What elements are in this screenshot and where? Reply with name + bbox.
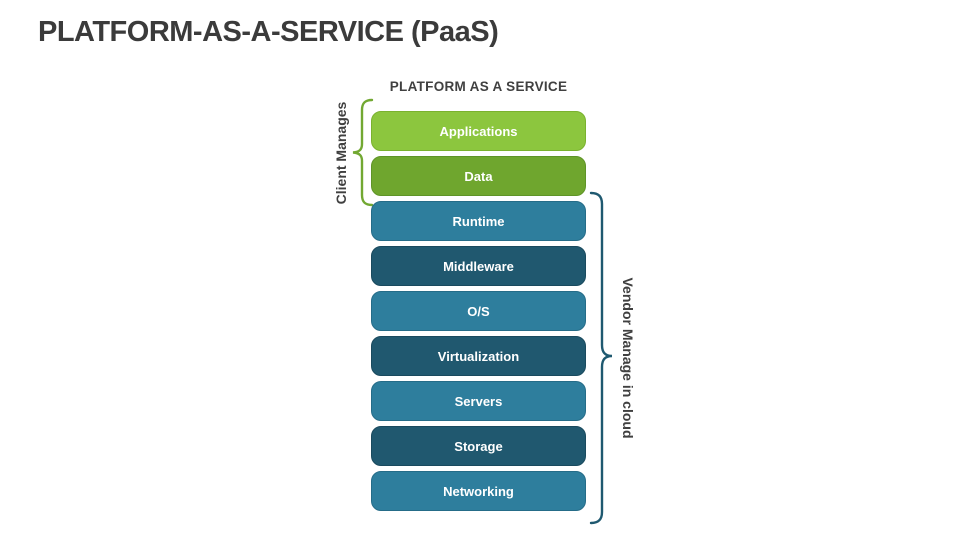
- layer-box-servers: Servers: [371, 381, 586, 421]
- page-title: PLATFORM-AS-A-SERVICE (PaaS): [38, 16, 499, 48]
- layer-box-os: O/S: [371, 291, 586, 331]
- layer-box-runtime: Runtime: [371, 201, 586, 241]
- diagram-header: PLATFORM AS A SERVICE: [389, 79, 568, 94]
- layer-box-networking: Networking: [371, 471, 586, 511]
- layer-box-applications: Applications: [371, 111, 586, 151]
- layer-box-virtualization: Virtualization: [371, 336, 586, 376]
- layer-box-data: Data: [371, 156, 586, 196]
- vendor-brace-path: [589, 191, 613, 525]
- client-brace-path: [352, 98, 374, 207]
- client-brace-icon: [352, 98, 374, 207]
- vendor-brace-icon: [589, 191, 613, 525]
- client-manages-label: Client Manages: [333, 101, 349, 205]
- layer-box-middleware: Middleware: [371, 246, 586, 286]
- vendor-manage-in-cloud-label: Vendor Manage in cloud: [620, 277, 636, 439]
- layer-box-storage: Storage: [371, 426, 586, 466]
